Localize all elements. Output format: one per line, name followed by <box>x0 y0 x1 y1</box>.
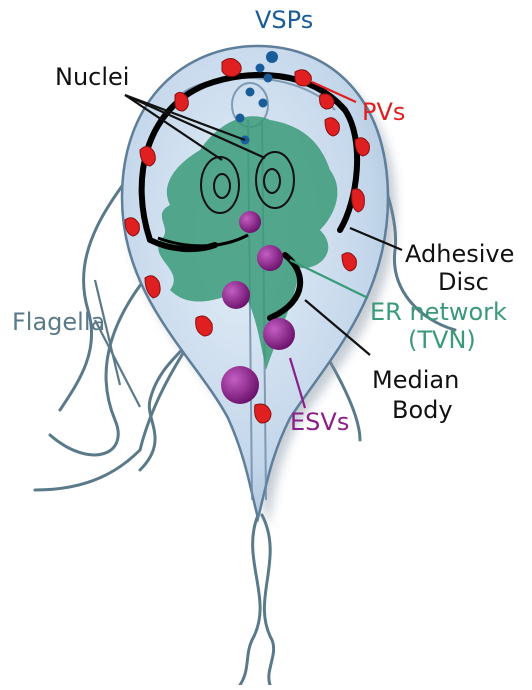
flagellum-tail-2 <box>262 515 274 685</box>
vsp-dot <box>236 114 245 123</box>
esv-sphere <box>222 281 250 309</box>
esv-sphere <box>257 245 283 271</box>
label-adhesive-disc-2: Disc <box>438 268 489 296</box>
vsp-dot <box>246 88 255 97</box>
label-pvs: PVs <box>362 98 405 126</box>
vsp-dot <box>256 64 265 73</box>
vsp-dot <box>266 51 278 63</box>
esv-sphere <box>263 318 295 350</box>
label-median-body-2: Body <box>392 396 453 424</box>
label-esvs: ESVs <box>290 408 349 436</box>
flagellum-tail-1 <box>240 515 260 685</box>
esv-sphere <box>239 211 261 233</box>
vsp-dot <box>259 99 268 108</box>
label-er-network-2: (TVN) <box>408 326 476 354</box>
label-nuclei: Nuclei <box>55 63 129 91</box>
label-vsps: VSPs <box>255 6 313 34</box>
label-median-body-1: Median <box>372 366 459 394</box>
label-er-network-1: ER network <box>370 298 507 326</box>
vsp-dot <box>264 74 273 83</box>
label-adhesive-disc-1: Adhesive <box>405 240 514 268</box>
label-flagella: Flagella <box>12 308 105 336</box>
esv-sphere <box>221 366 259 404</box>
